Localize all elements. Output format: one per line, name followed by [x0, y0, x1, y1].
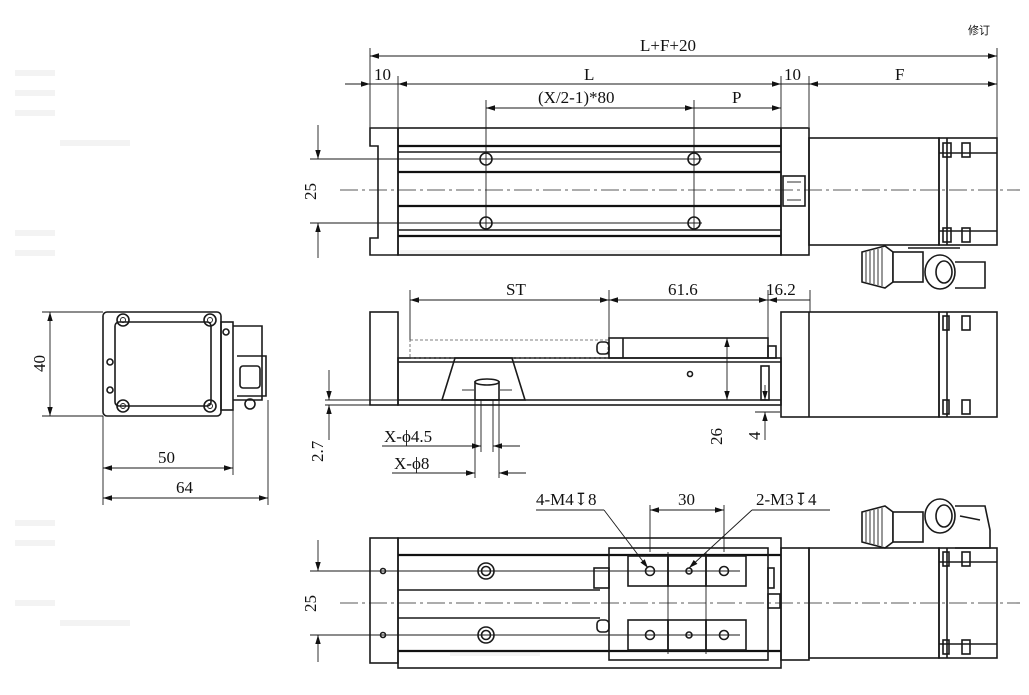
- dim-carriage: 61.6: [668, 280, 698, 299]
- dim-spacing: 30: [678, 490, 695, 509]
- dim-top-width: 25: [301, 183, 320, 200]
- dim-hole-small: X-ϕ4.5: [384, 427, 432, 446]
- dim-end-right: 10: [784, 65, 801, 84]
- dim-overall-length: L+F+20: [640, 36, 696, 55]
- dim-end-width-inner: 50: [158, 448, 175, 467]
- dim-stroke: ST: [506, 280, 526, 299]
- dim-base-gap: 4: [745, 431, 764, 440]
- bottom-view: 30 4-M4↧8 2-M3↧4: [301, 490, 1020, 669]
- dim-motor-length: F: [895, 65, 904, 84]
- dim-hole-pitch: (X/2-1)*80: [538, 88, 614, 107]
- dim-bottom-width: 25: [301, 595, 320, 612]
- dim-end-width-outer: 64: [176, 478, 194, 497]
- dim-height: 26: [707, 428, 726, 445]
- dim-pitch: P: [732, 88, 741, 107]
- dim-end-height: 40: [30, 355, 49, 372]
- watermark: [15, 70, 670, 656]
- dim-end-left: 10: [374, 65, 391, 84]
- dim-offset: 16.2: [766, 280, 796, 299]
- thread-m4: 4-M4↧8: [536, 490, 597, 509]
- thread-m3: 2-M3↧4: [756, 490, 817, 509]
- end-view: 40 50 64: [30, 311, 269, 505]
- top-view: L+F+20 10 L 10 F (X/2-1)*80 P: [301, 36, 1020, 290]
- side-view: ST 61.6 16.2 26: [308, 280, 998, 478]
- dim-stroke-length: L: [584, 65, 594, 84]
- dim-hole-large: X-ϕ8: [394, 454, 429, 473]
- revision-label: 修订: [968, 23, 990, 37]
- dim-bottom: 2.7: [308, 440, 327, 462]
